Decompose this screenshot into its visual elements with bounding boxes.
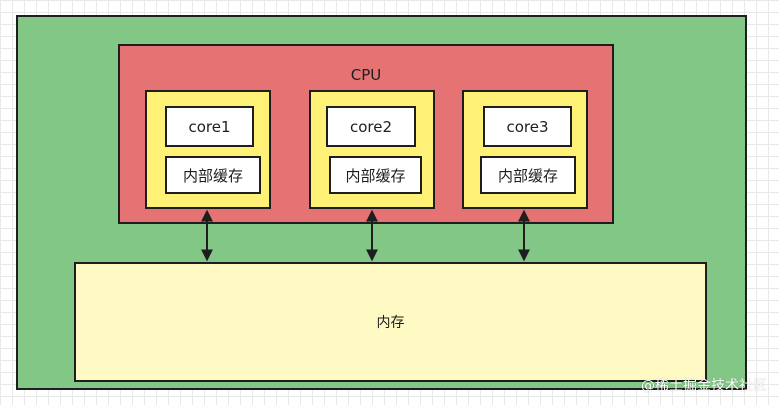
watermark: @稀土掘金技术社区 [641, 378, 767, 394]
core-name-2: core2 [326, 106, 416, 147]
core-name-3: core3 [483, 106, 572, 147]
core-cache-2: 内部缓存 [329, 156, 422, 194]
cpu-label: CPU [350, 66, 382, 84]
memory-block: 内存 [74, 262, 707, 382]
core-cache-1: 内部缓存 [165, 156, 261, 194]
core-name-1: core1 [165, 106, 254, 147]
core-cache-3: 内部缓存 [480, 156, 576, 194]
